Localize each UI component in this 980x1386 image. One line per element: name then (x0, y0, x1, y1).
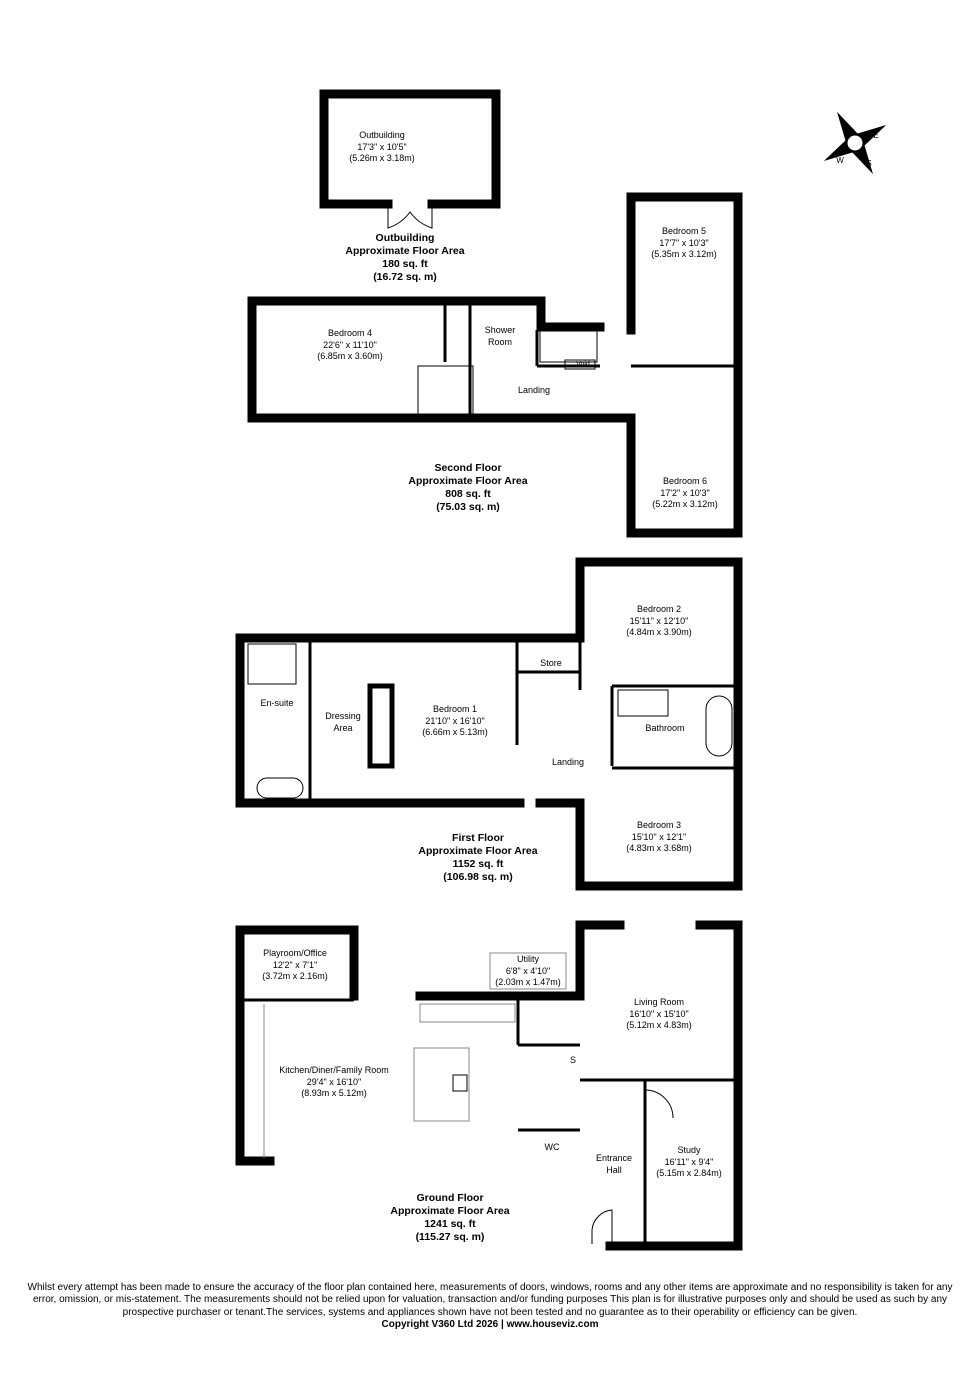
ground-floor-walls (235, 925, 359, 1166)
ground-floor-main-walls (415, 920, 625, 1001)
room-store: Store (540, 658, 562, 668)
compass-s: S (866, 159, 872, 168)
compass-w: W (836, 156, 844, 165)
first-floor-left-walls (235, 557, 743, 891)
room-bathroom: Bathroom (645, 723, 685, 733)
bedroom-4-stairs (417, 365, 474, 417)
utility-label-box (489, 952, 567, 990)
ground-floor-right-walls (605, 920, 743, 1251)
compass-rose-icon (823, 111, 887, 175)
room-store-s: S (569, 1055, 577, 1065)
void-box (564, 359, 596, 370)
second-floor-stairs (539, 329, 598, 363)
shower-tray (247, 643, 297, 685)
room-wc: WC (544, 1142, 560, 1152)
room-landing-1f: Landing (551, 757, 585, 767)
bath (617, 689, 669, 717)
hob-icon (452, 1074, 468, 1092)
second-floor-walls (247, 296, 636, 423)
copyright: Copyright V360 Ltd 2026 | www.houseviz.c… (381, 1318, 599, 1330)
wardrobe (367, 683, 395, 769)
compass-n: N (843, 127, 849, 136)
footer: Whilst every attempt has been made to en… (20, 1282, 960, 1331)
room-ensuite: En-suite (260, 698, 294, 708)
bath-ensuite (256, 777, 304, 799)
disclaimer-text: Whilst every attempt has been made to en… (27, 1282, 953, 1318)
kitchen-counter (419, 1003, 516, 1023)
kitchen-island (413, 1047, 470, 1122)
freestanding-bath (705, 695, 733, 757)
compass-e: E (873, 131, 879, 140)
room-landing-2f: Landing (517, 385, 551, 395)
outbuilding-walls (319, 89, 501, 209)
void-label: Void (576, 361, 590, 368)
